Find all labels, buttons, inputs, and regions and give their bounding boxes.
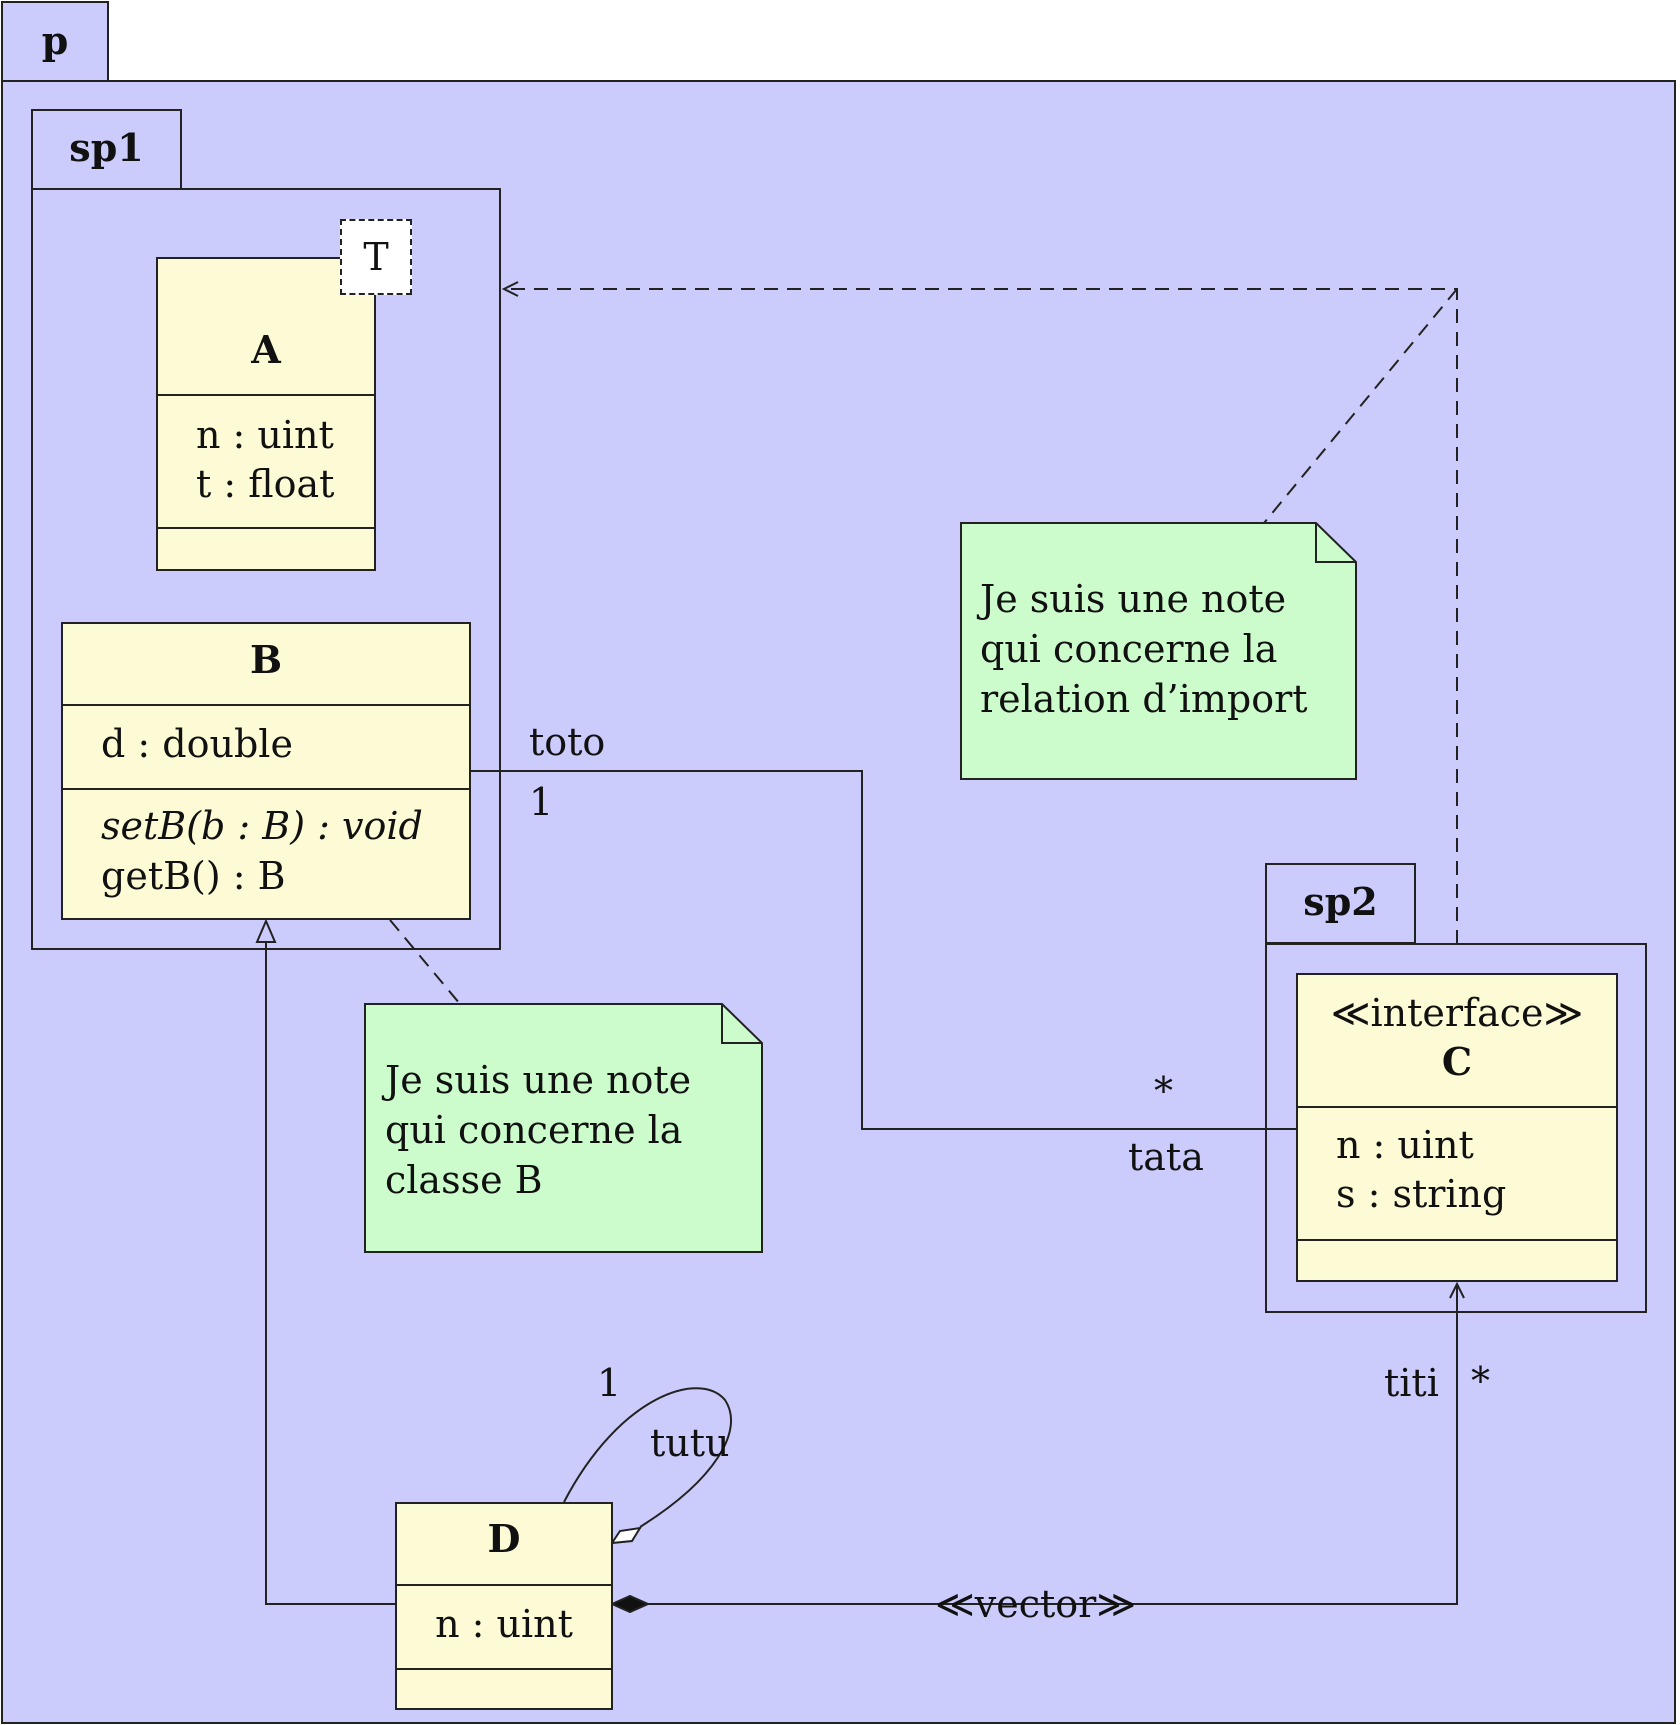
interface-c-stereotype: ≪interface≫ xyxy=(1330,991,1584,1035)
association-role-tata: tata xyxy=(1128,1135,1204,1179)
import-note-line: relation d’import xyxy=(980,677,1308,721)
class-a[interactable] xyxy=(156,257,376,571)
composition-multiplicity: * xyxy=(1471,1359,1490,1403)
class-c-attribute: n : uint xyxy=(1336,1123,1474,1167)
composition-d-c-line xyxy=(648,1284,1458,1605)
class-d[interactable] xyxy=(395,1502,613,1710)
class-c-divider xyxy=(1298,1239,1616,1241)
class-a-divider xyxy=(158,394,374,396)
class-d-attribute: n : uint xyxy=(435,1602,573,1646)
class-b-operation: setB(b : B) : void xyxy=(101,804,423,848)
import-note-line: Je suis une note xyxy=(980,577,1287,621)
composition-role-titi: titi xyxy=(1384,1361,1439,1405)
class-b-divider xyxy=(63,788,469,790)
class-c-divider xyxy=(1298,1106,1616,1108)
import-note-anchor xyxy=(1263,288,1458,524)
association-multiplicity-b: 1 xyxy=(529,780,554,824)
interface-c-name: C xyxy=(1441,1039,1473,1084)
class-b-divider xyxy=(63,704,469,706)
association-role-toto: toto xyxy=(529,720,606,764)
import-dependency-arrowhead xyxy=(501,281,519,297)
self-association-multiplicity: 1 xyxy=(597,1361,622,1405)
class-d-divider xyxy=(397,1668,611,1670)
class-d-name: D xyxy=(487,1516,521,1561)
classB-note-anchor xyxy=(389,919,461,1005)
package-p-name: p xyxy=(41,18,69,63)
composition-stereotype-vector: ≪vector≫ xyxy=(935,1582,1137,1626)
class-d-divider xyxy=(397,1584,611,1586)
package-p-tab[interactable] xyxy=(1,1,109,82)
class-a-name: A xyxy=(251,327,281,372)
classB-note-line: qui concerne la xyxy=(385,1108,683,1152)
association-b-c-line xyxy=(470,770,1296,1130)
interface-c[interactable] xyxy=(1296,973,1618,1282)
class-b-name: B xyxy=(249,637,283,682)
generalization-d-b-line xyxy=(265,941,395,1605)
composition-diamond xyxy=(609,1594,651,1614)
class-a-attribute: n : uint xyxy=(196,413,334,457)
association-multiplicity-c: * xyxy=(1154,1069,1173,1113)
composition-arrowhead xyxy=(1449,1281,1465,1299)
classB-note-line: classe B xyxy=(385,1158,543,1202)
generalization-arrowhead xyxy=(255,918,277,943)
class-b-attribute: d : double xyxy=(101,722,293,766)
classB-note-line: Je suis une note xyxy=(385,1058,692,1102)
class-b[interactable] xyxy=(61,622,471,920)
template-parameter xyxy=(340,219,412,295)
class-c-attribute: s : string xyxy=(1336,1172,1507,1216)
aggregation-diamond xyxy=(609,1526,642,1545)
self-association-role-tutu: tutu xyxy=(650,1421,730,1465)
class-b-operation: getB() : B xyxy=(101,854,286,898)
class-a-attribute: t : float xyxy=(196,462,335,506)
class-a-divider xyxy=(158,527,374,529)
self-aggregation-line xyxy=(563,1387,733,1528)
package-sp1-name: sp1 xyxy=(69,125,144,170)
template-parameter-label: T xyxy=(363,235,389,279)
package-sp2-name: sp2 xyxy=(1303,879,1378,924)
import-note-line: qui concerne la xyxy=(980,627,1278,671)
